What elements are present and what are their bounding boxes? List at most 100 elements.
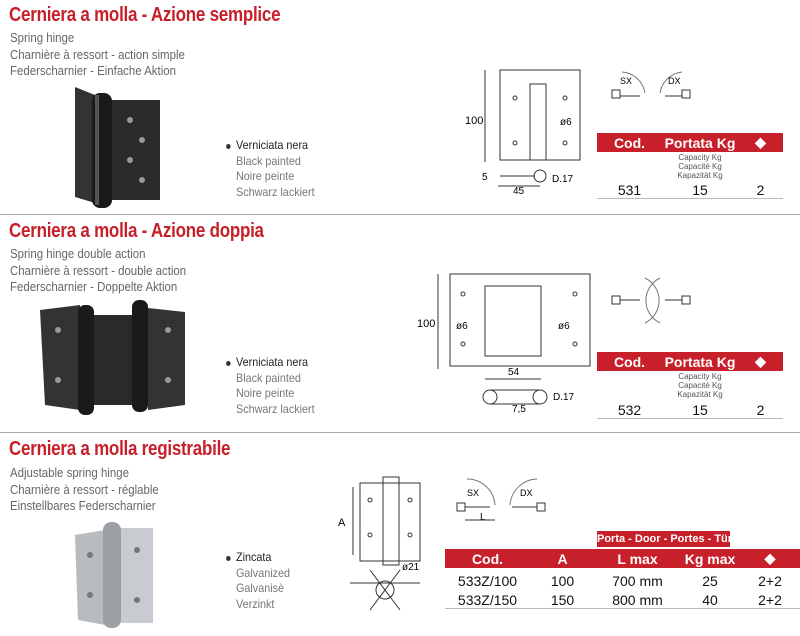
subtitle: Charnière à ressort - action simple [10,46,185,62]
col-code: Cod. [613,134,646,151]
table-row: 531 15 2 [597,182,783,199]
finish-item: Schwarz lackiert [236,184,315,199]
divider [0,214,800,215]
cap-label: Capacity Kg [678,372,722,381]
table-header: Cod. Portata Kg ◆ [597,352,783,371]
subtitles: Spring hinge Charnière à ressort - actio… [10,30,185,80]
box-icon: ◆ [764,550,776,566]
col-code: Cod. [613,353,646,370]
cap-label: Capacity Kg [678,153,722,162]
col-capacity: Portata Kg [664,353,736,370]
finish-item: Verniciata nera [226,138,315,154]
dim-hole: ø6 [560,117,572,128]
cell: 2 [756,182,765,198]
cell: 100 [550,573,575,589]
cell: 2 [756,402,765,418]
cap-label: Kapazität Kg [677,171,723,180]
dim-hole: ø6 [558,321,570,332]
finish-item: Schwarz lackiert [236,401,315,416]
finish-item: Zincata [226,550,290,566]
table-row: 532 15 2 [597,402,783,419]
section-title: Cerniera a molla registrabile [9,438,231,460]
box-icon: ◆ [755,353,766,369]
cell: 2+2 [758,573,782,589]
finish-item: Black painted [236,370,301,385]
dir-left: SX [467,488,480,498]
dim-pin: ø21 [402,562,420,573]
dim-length: L [480,512,486,523]
door-group-tab: Porta - Door - Portes - Tür [597,531,733,547]
cap-label: Capacité Kg [678,162,722,171]
cell: 150 [550,592,575,608]
finish-item: Black painted [236,153,301,168]
cell: 531 [617,182,642,198]
subtitle: Charnière à ressort - double action [10,262,187,278]
subtitle: Adjustable spring hinge [10,465,129,480]
finish-item: Noire peinte [236,386,295,400]
finish-item: Verzinkt [236,596,275,611]
cell: 25 [702,573,718,589]
cap-label: Kapazität Kg [677,390,723,399]
col-lmax: L max [617,550,658,567]
technical-drawing [437,273,591,405]
subtitle: Einstellbares Federscharnier [10,498,156,513]
subtitle: Federscharnier - Einfache Aktion [10,63,176,78]
cell: 533Z/100 [457,573,518,589]
finish-item: Verniciata nera [226,355,315,371]
hinge-photo-galvanized [75,522,153,628]
box-icon: ◆ [755,134,766,150]
subtitle: Spring hinge [10,30,75,45]
finish-item: Noire peinte [236,169,295,183]
cell: 532 [617,402,642,418]
dim-height: 100 [417,318,436,330]
dir-left: SX [620,76,633,86]
dir-right: DX [520,488,533,498]
hinge-photo-double [40,300,185,415]
hinge-photo-black [75,87,160,208]
opening-direction-diagram [611,277,691,324]
cap-label: Capacité Kg [678,381,722,390]
col-code: Cod. [471,550,504,567]
dim-width: 45 [513,186,525,197]
dim-pin: D.17 [552,174,574,185]
opening-direction-diagram [611,71,691,99]
finish-item: Galvanized [236,565,291,580]
dim-hole: ø6 [456,321,468,332]
dim-pin: D.17 [553,392,575,403]
cell: 2+2 [758,592,782,608]
section-title: Cerniera a molla - Azione semplice [9,4,281,26]
dim-height: A [338,517,346,529]
opening-direction-diagram [456,478,546,521]
cell: 15 [692,402,708,418]
col-kgmax: Kg max [684,550,736,567]
subtitle: Spring hinge double action [10,246,146,261]
cell: 700 mm [612,573,663,589]
dim-thickness: 5 [482,172,488,183]
dim-gap: 7,5 [512,404,526,415]
technical-drawing [350,476,421,611]
table-row: 533Z/100 100 700 mm 25 2+2 [445,573,800,589]
cell: 40 [702,592,718,608]
col-a: A [557,550,568,567]
col-capacity: Portata Kg [664,134,736,151]
dim-width: 54 [508,367,520,378]
table-header: Cod. Portata Kg ◆ [597,133,783,152]
table-row: 533Z/150 150 800 mm 40 2+2 [445,592,800,609]
subtitle: Federscharnier - Doppelte Aktion [10,279,178,294]
subtitle: Charnière à ressort - réglable [10,481,159,497]
section-title: Cerniera a molla - Azione doppia [9,220,264,242]
cell: 15 [692,182,708,198]
cell: 533Z/150 [457,592,518,608]
table-header: Cod. A L max Kg max ◆ [445,549,800,568]
divider [0,432,800,433]
dim-height: 100 [465,115,484,127]
cell: 800 mm [612,592,663,608]
technical-drawing [484,69,581,187]
